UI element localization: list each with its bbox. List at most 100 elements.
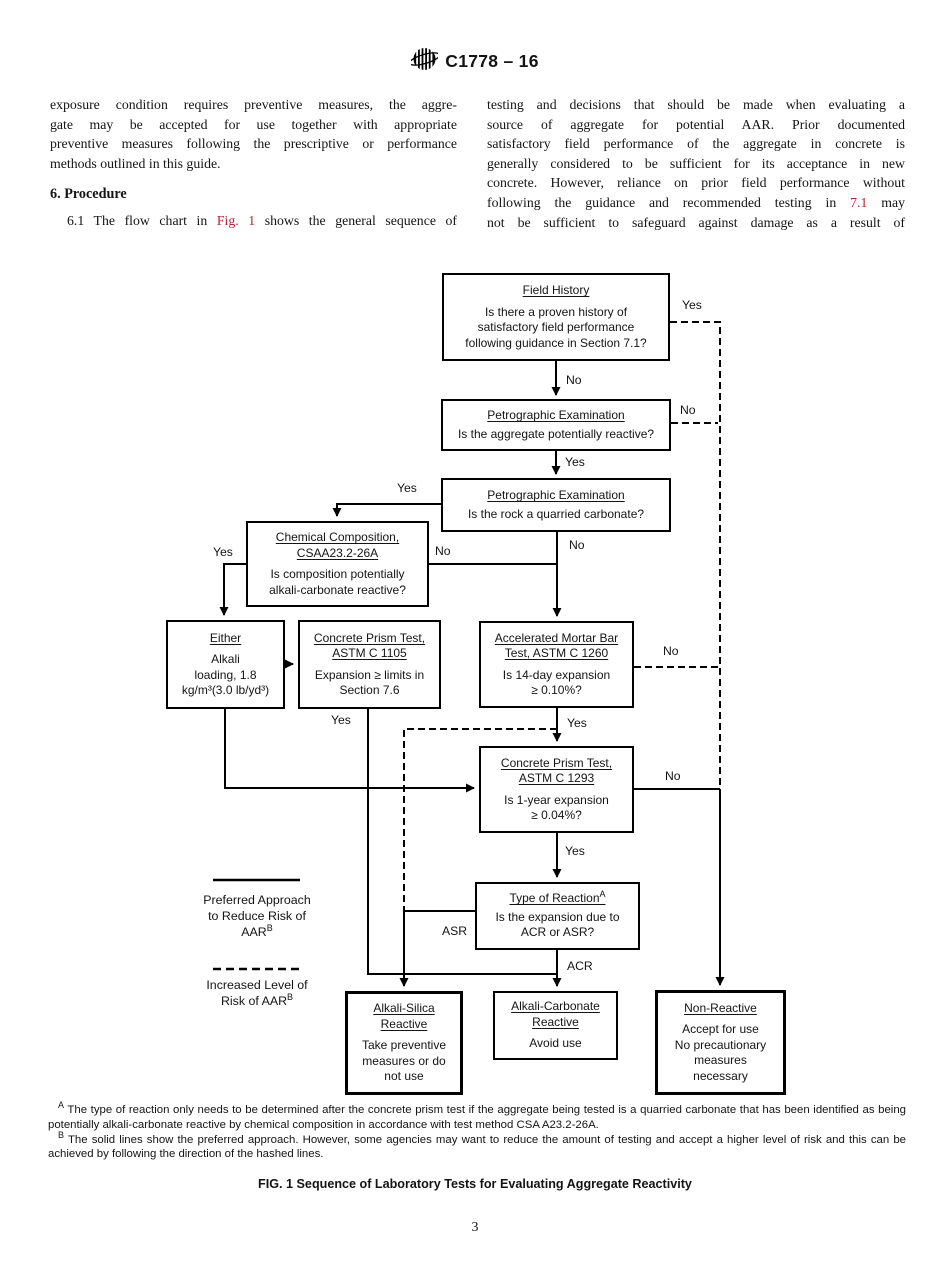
page-header: C1778 – 16 [0,44,950,79]
box-title: CSAA23.2-26A [296,545,379,560]
box-body-line: satisfactory field performance [477,320,635,334]
legend-line: Increased Level of [206,978,308,992]
paragraph-line: not be sufficient to safeguard against d… [487,214,905,230]
paragraph-line: gate may be accepted for use together wi… [50,116,457,132]
paragraph-line: exposure condition requires preventive m… [50,97,457,112]
paragraph-line: preventive measures following the prescr… [50,136,457,152]
box-body-line: Avoid use [529,1036,582,1051]
box-title: Petrographic Examination [487,488,625,502]
flowchart-box-petrographic-reactive: Petrographic Examination Is the aggregat… [441,399,671,451]
box-title: Concrete Prism Test, [500,755,613,770]
footnote-text: The type of reaction only needs to be de… [48,1104,906,1131]
edge-label-chemical-no: No [435,544,451,558]
sentence-end: may [867,194,905,210]
box-title: Test, ASTM C 1260 [504,646,609,660]
sentence-end: shows the general sequence of [255,212,458,228]
legend-preferred-approach: Preferred Approach to Reduce Risk of AAR… [191,892,323,940]
box-title: Field History [522,283,590,297]
edge-label-mortar-bar-no: No [663,644,679,658]
edge-label-petro-carbonate-no: No [569,538,585,552]
flowchart-box-either-alkali-loading: Either Alkali loading, 1.8 kg/m³(3.0 lb/… [166,620,285,709]
box-body-line: loading, 1.8 [194,667,257,682]
paragraph-line: 6.1 The flow chart in Fig. 1 shows the g… [50,211,457,231]
footnote-marker: B [287,991,294,1002]
flowchart-box-chemical-composition: Chemical Composition, CSAA23.2-26A Is co… [246,521,429,607]
box-body-line: ≥ 0.10%? [531,683,582,697]
box-body-line: Take preventive [361,1038,447,1053]
footnote-marker: B [266,922,273,933]
paragraph-line: methods outlined in this guide. [50,155,221,171]
edge-label-chemical-yes: Yes [213,545,233,559]
edge-label-petro-reactive-yes: Yes [565,455,585,469]
flowchart-box-field-history: Field History Is there a proven history … [442,273,670,361]
paragraph-line: generally considered to be sufficient fo… [487,155,905,171]
flowchart-box-concrete-prism-c1293: Concrete Prism Test, ASTM C 1293 Is 1-ye… [479,746,634,833]
flowchart-box-accelerated-mortar-bar-c1260: Accelerated Mortar Bar Test, ASTM C 1260… [479,621,634,708]
box-title: Reactive [532,1014,579,1029]
legend-line: AARB [241,922,273,939]
box-body-line: measures [694,1053,747,1068]
box-body-line: Is 1-year expansion [504,792,609,807]
paragraph-line: testing and decisions that should be mad… [487,97,905,112]
box-title: Concrete Prism Test, [313,630,426,645]
box-title: Type of ReactionA [509,889,606,906]
box-body-line: Is there a proven history of [484,304,628,319]
edge-label-c1105-yes: Yes [331,713,351,727]
box-title: Accelerated Mortar Bar [494,630,619,645]
edge-label-petro-carbonate-yes: Yes [397,481,417,495]
box-title: Alkali-Silica [373,1001,435,1016]
figure-caption: FIG. 1 Sequence of Laboratory Tests for … [258,1177,692,1191]
box-body-line: Alkali [211,652,240,666]
box-body-line: necessary [693,1068,748,1083]
box-body-line: following guidance in Section 7.1? [465,335,647,350]
edge-label-field-history-yes: Yes [682,298,702,312]
page-number: 3 [471,1220,479,1235]
flowchart-box-alkali-silica-reactive: Alkali-Silica Reactive Take preventive m… [345,991,463,1095]
sentence-start: 6.1 The flow chart in [67,212,217,228]
box-body-line: Expansion ≥ limits in [314,667,425,682]
figure-reference-link[interactable]: Fig. 1 [216,212,256,228]
edge-label-acr: ACR [567,959,593,973]
section-heading: 6. Procedure [50,186,127,203]
box-body-line: Is the aggregate potentially reactive? [457,426,655,441]
section-reference-link[interactable]: 7.1 [850,194,868,210]
legend-line: Risk of AARB [220,991,294,1008]
box-title: Either [209,630,242,645]
box-body-line: Is 14-day expansion [502,667,611,682]
box-title: Alkali-Carbonate [511,999,600,1014]
box-body-line: not use [384,1069,424,1084]
footnote-b: B The solid lines show the preferred app… [48,1129,906,1163]
box-body-line: measures or do [362,1053,446,1068]
box-body-line: Is composition potentially [270,567,405,581]
astm-globe-logo-icon [409,44,441,79]
flowchart-box-non-reactive: Non-Reactive Accept for use No precautio… [655,990,786,1095]
box-title: ASTM C 1105 [332,646,407,660]
box-title: Chemical Composition, [275,530,400,544]
footnote-marker: A [58,1100,65,1111]
edge-label-mortar-bar-yes: Yes [567,716,587,730]
footnote-text: The solid lines show the preferred appro… [48,1133,906,1161]
figure-footnotes: A The type of reaction only needs to be … [48,1100,906,1163]
box-body-line: ≥ 0.04%? [531,808,582,822]
flowchart-box-alkali-carbonate-reactive: Alkali-Carbonate Reactive Avoid use [493,991,618,1060]
footnote-a: A The type of reaction only needs to be … [48,1100,906,1133]
body-left-column: exposure condition requires preventive m… [50,95,457,231]
sentence-start: following the guidance and recommended t… [487,194,851,210]
flowchart-box-petrographic-carbonate: Petrographic Examination Is the rock a q… [441,478,671,532]
box-body-line: ACR or ASR? [520,925,595,940]
edge-label-field-history-no: No [566,373,582,387]
box-body-line: Is the expansion due to [495,909,620,924]
paragraph-line: concrete. However, reliance on prior fie… [487,175,905,191]
box-body-line: alkali-carbonate reactive? [269,582,406,597]
edge-label-c1293-yes: Yes [565,844,585,858]
footnote-marker: A [599,889,606,900]
box-body-line: kg/m³(3.0 lb/yd³) [181,683,270,697]
footnote-marker: B [58,1129,65,1140]
box-title: ASTM C 1293 [518,771,595,785]
paragraph-line: following the guidance and recommended t… [487,193,905,213]
legend-line: to Reduce Risk of [208,909,306,923]
box-title: Petrographic Examination [487,408,625,422]
flowchart-box-concrete-prism-c1105: Concrete Prism Test, ASTM C 1105 Expansi… [298,620,441,709]
body-right-column: testing and decisions that should be mad… [487,95,905,232]
